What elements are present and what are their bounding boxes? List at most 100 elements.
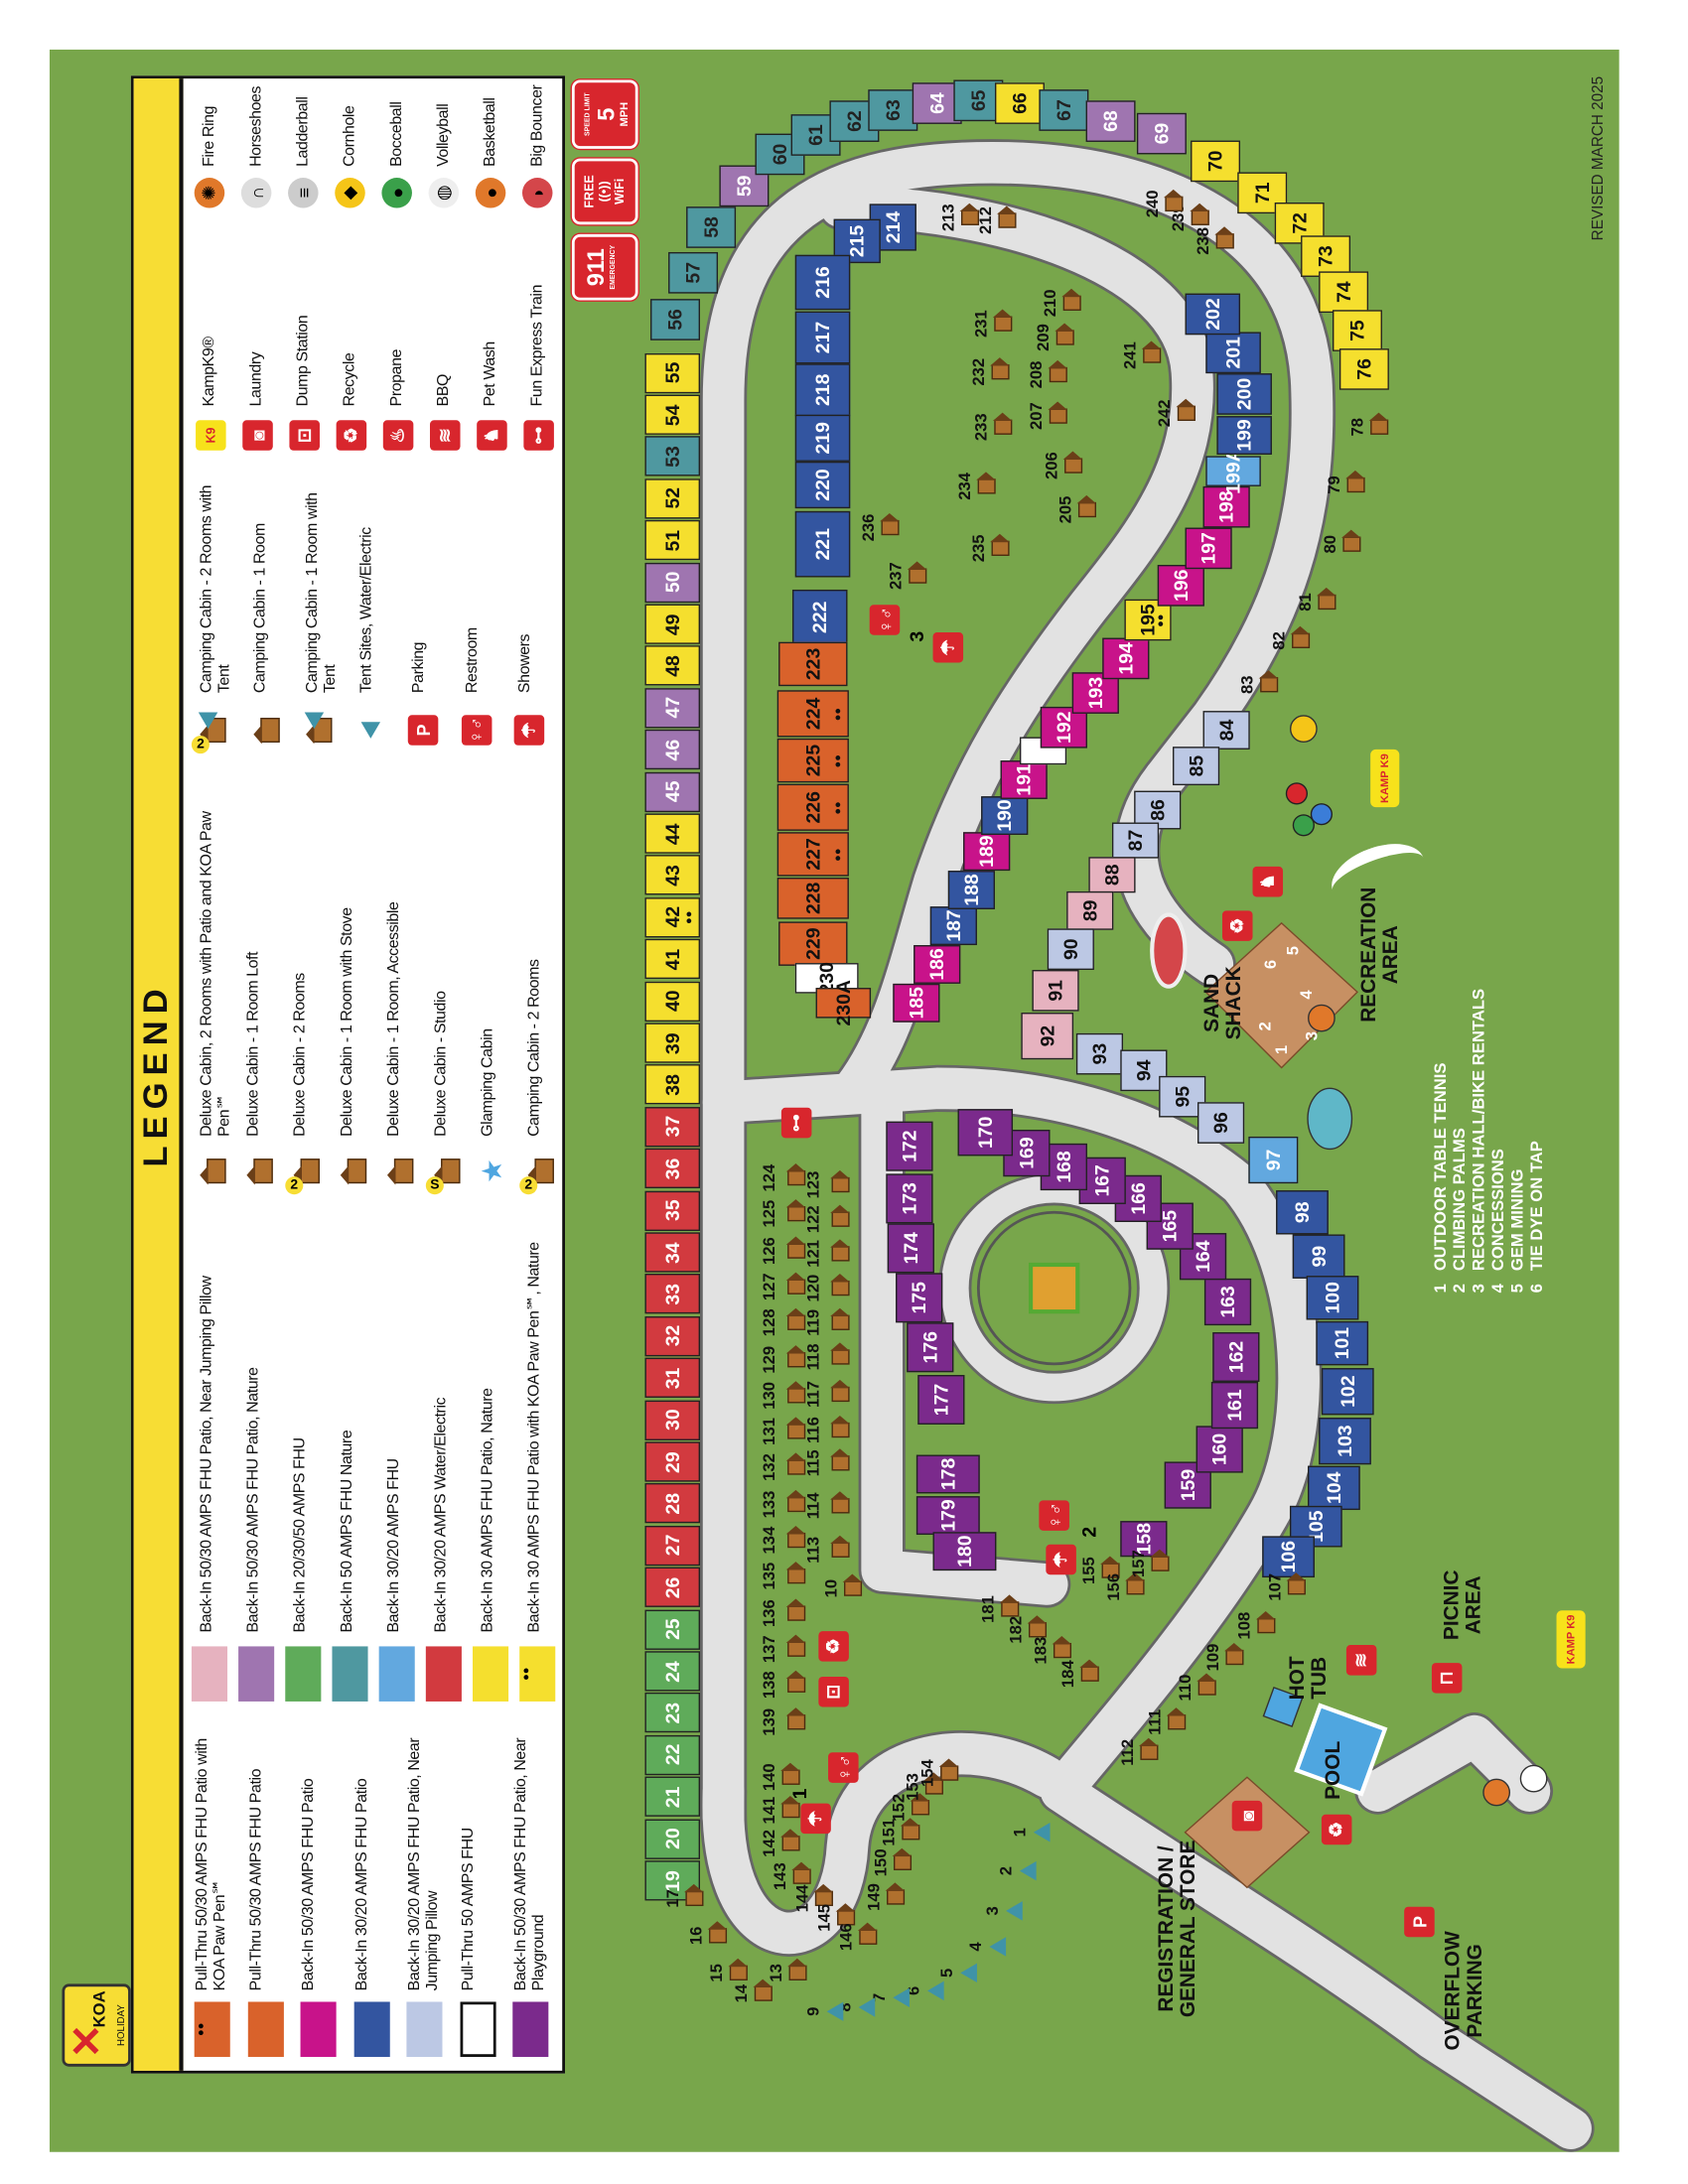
site-58[interactable]: 58 xyxy=(686,206,737,248)
site-20[interactable]: 20 xyxy=(644,1819,701,1859)
cabin-141[interactable]: 141 xyxy=(759,1796,779,1825)
site-76[interactable]: 76 xyxy=(1338,348,1389,390)
cabin-146[interactable]: 146 xyxy=(836,1923,856,1952)
site-106[interactable]: 106 xyxy=(1262,1536,1315,1578)
site-216[interactable]: 216 xyxy=(794,254,851,311)
site-199A[interactable]: 199A xyxy=(1205,448,1261,494)
site-73[interactable]: 73 xyxy=(1301,235,1351,277)
cabin-233[interactable]: 233 xyxy=(971,413,991,442)
site-26[interactable]: 26 xyxy=(644,1567,701,1608)
site-99[interactable]: 99 xyxy=(1292,1234,1345,1279)
cabin-79[interactable]: 79 xyxy=(1324,476,1344,494)
cabin-205[interactable]: 205 xyxy=(1055,495,1075,524)
cabin-150[interactable]: 150 xyxy=(871,1848,891,1877)
site-161[interactable]: 161 xyxy=(1210,1381,1259,1430)
cabin-206[interactable]: 206 xyxy=(1042,452,1061,479)
cabin-236[interactable]: 236 xyxy=(858,513,879,542)
site-93[interactable]: 93 xyxy=(1075,1032,1124,1075)
site-69[interactable]: 69 xyxy=(1136,112,1187,155)
site-39[interactable]: 39 xyxy=(644,1023,701,1063)
site-191[interactable]: 191 xyxy=(1000,760,1048,799)
cabin-1[interactable]: 1 xyxy=(1010,1828,1030,1838)
site-225[interactable]: 225●● xyxy=(776,738,849,783)
site-30[interactable]: 30 xyxy=(644,1400,701,1440)
cabin-209[interactable]: 209 xyxy=(1033,324,1054,351)
site-75[interactable]: 75 xyxy=(1333,310,1382,351)
cabin-184[interactable]: 184 xyxy=(1057,1660,1078,1689)
cabin-123[interactable]: 123 xyxy=(803,1170,823,1199)
cabin-136[interactable]: 136 xyxy=(759,1598,779,1627)
site-91[interactable]: 91 xyxy=(1032,970,1079,1012)
site-202[interactable]: 202 xyxy=(1185,293,1241,336)
cabin-132[interactable]: 132 xyxy=(759,1453,779,1482)
site-66[interactable]: 66 xyxy=(994,82,1045,124)
cabin-108[interactable]: 108 xyxy=(1234,1611,1254,1640)
cabin-137[interactable]: 137 xyxy=(759,1635,779,1663)
cabin-134[interactable]: 134 xyxy=(759,1526,779,1555)
cabin-3[interactable]: 3 xyxy=(982,1906,1002,1916)
site-219[interactable]: 219 xyxy=(794,414,851,462)
site-49[interactable]: 49 xyxy=(644,604,701,644)
cabin-128[interactable]: 128 xyxy=(759,1308,779,1337)
cabin-110[interactable]: 110 xyxy=(1175,1674,1196,1702)
site-25[interactable]: 25 xyxy=(644,1609,701,1650)
site-224[interactable]: 224●● xyxy=(776,690,849,738)
site-55[interactable]: 55 xyxy=(644,352,701,393)
site-35[interactable]: 35 xyxy=(644,1190,701,1231)
cabin-16[interactable]: 16 xyxy=(686,1926,706,1946)
site-215[interactable]: 215 xyxy=(833,218,881,264)
cabin-17[interactable]: 17 xyxy=(662,1889,682,1908)
site-41[interactable]: 41 xyxy=(644,939,701,980)
cabin-2[interactable]: 2 xyxy=(996,1865,1016,1876)
site-228[interactable]: 228 xyxy=(776,878,849,919)
site-160[interactable]: 160 xyxy=(1196,1426,1243,1473)
cabin-83[interactable]: 83 xyxy=(1237,675,1257,695)
site-28[interactable]: 28 xyxy=(644,1483,701,1524)
cabin-181[interactable]: 181 xyxy=(978,1595,998,1623)
site-21[interactable]: 21 xyxy=(644,1776,701,1818)
cabin-126[interactable]: 126 xyxy=(759,1236,779,1265)
cabin-240[interactable]: 240 xyxy=(1142,190,1162,218)
site-68[interactable]: 68 xyxy=(1085,100,1136,142)
cabin-10[interactable]: 10 xyxy=(821,1578,841,1598)
site-187[interactable]: 187 xyxy=(929,906,977,946)
cabin-139[interactable]: 139 xyxy=(759,1707,779,1735)
site-177[interactable]: 177 xyxy=(917,1375,965,1425)
site-188[interactable]: 188 xyxy=(947,871,995,909)
site-220[interactable]: 220 xyxy=(794,461,851,509)
site-50[interactable]: 50 xyxy=(644,562,701,603)
site-51[interactable]: 51 xyxy=(644,520,701,561)
cabin-138[interactable]: 138 xyxy=(759,1671,779,1700)
cabin-78[interactable]: 78 xyxy=(1347,417,1367,437)
site-70[interactable]: 70 xyxy=(1191,140,1241,183)
site-43[interactable]: 43 xyxy=(644,855,701,895)
site-64[interactable]: 64 xyxy=(912,82,962,124)
cabin-157[interactable]: 157 xyxy=(1128,1550,1149,1578)
cabin-129[interactable]: 129 xyxy=(759,1345,779,1373)
cabin-125[interactable]: 125 xyxy=(759,1200,779,1228)
site-48[interactable]: 48 xyxy=(644,645,701,686)
site-100[interactable]: 100 xyxy=(1306,1276,1359,1320)
site-189[interactable]: 189 xyxy=(963,832,1011,872)
cabin-237[interactable]: 237 xyxy=(886,562,906,591)
site-88[interactable]: 88 xyxy=(1088,857,1136,893)
site-24[interactable]: 24 xyxy=(644,1651,701,1692)
site-217[interactable]: 217 xyxy=(794,311,851,364)
cabin-113[interactable]: 113 xyxy=(803,1536,823,1564)
site-178[interactable]: 178 xyxy=(915,1454,980,1494)
cabin-117[interactable]: 117 xyxy=(803,1381,823,1408)
site-230A[interactable]: 230A xyxy=(815,980,872,1026)
site-185[interactable]: 185 xyxy=(893,983,940,1023)
cabin-122[interactable]: 122 xyxy=(803,1205,823,1234)
site-200[interactable]: 200 xyxy=(1216,373,1272,415)
cabin-109[interactable]: 109 xyxy=(1202,1643,1222,1672)
site-42[interactable]: 42●● xyxy=(644,896,701,938)
cabin-144[interactable]: 144 xyxy=(791,1884,812,1913)
cabin-154[interactable]: 154 xyxy=(917,1759,937,1787)
site-201[interactable]: 201 xyxy=(1205,332,1261,374)
site-179[interactable]: 179 xyxy=(915,1496,980,1536)
cabin-15[interactable]: 15 xyxy=(706,1964,727,1982)
cabin-121[interactable]: 121 xyxy=(803,1239,823,1268)
site-57[interactable]: 57 xyxy=(668,251,719,294)
cabin-145[interactable]: 145 xyxy=(814,1903,834,1932)
